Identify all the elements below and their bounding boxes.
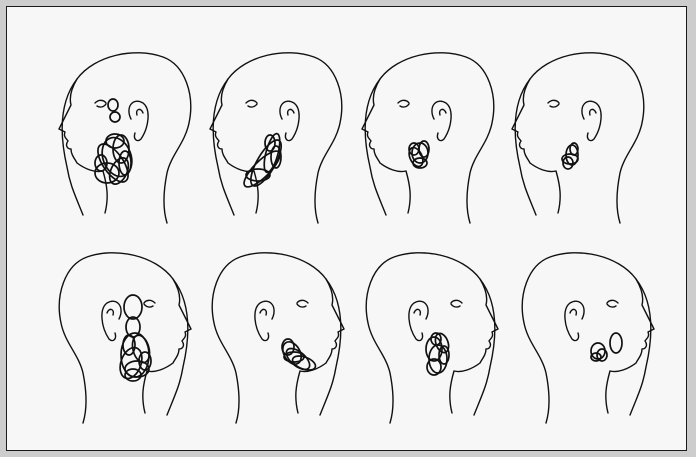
head-diagram <box>59 53 191 223</box>
pain-zone-markings <box>239 132 286 191</box>
pain-zone-markings <box>92 99 137 187</box>
pain-zone-markings <box>562 143 578 169</box>
pain-zone-markings <box>591 333 622 361</box>
pain-zone-markings <box>426 332 451 375</box>
head-diagram <box>210 53 342 223</box>
head-diagram <box>522 253 654 423</box>
head-diagram <box>366 253 498 423</box>
head-diagram <box>212 253 344 423</box>
pain-zone-markings <box>406 141 429 169</box>
pain-zone-markings <box>279 339 317 374</box>
head-diagram <box>362 53 494 223</box>
head-diagram <box>512 53 644 223</box>
head-diagram <box>59 253 191 423</box>
